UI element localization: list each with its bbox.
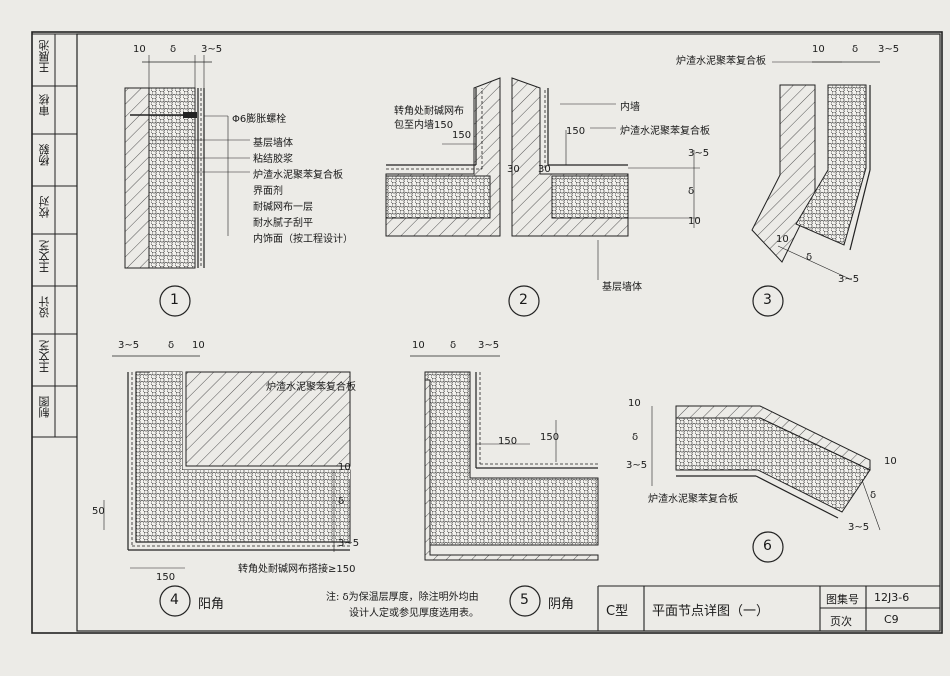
d2-dim-10: 10 — [688, 216, 701, 227]
d4-dim-150: 150 — [156, 572, 176, 583]
d4-dim-10-top: 10 — [192, 340, 205, 351]
sidebar-approver: 王展池 — [38, 40, 51, 73]
sidebar-drafting-label: 制图 — [38, 396, 51, 418]
page-number: C9 — [884, 613, 899, 626]
detail-5-drawing — [410, 355, 599, 617]
d4-dim-3-5-right: 3~5 — [338, 538, 360, 549]
d4-dim-10-right: 10 — [338, 462, 351, 473]
d5-dim-150-vertical: 150 — [540, 432, 560, 443]
d5-dim-delta-top: δ — [450, 340, 457, 351]
d6-dim-delta-left: δ — [632, 432, 639, 443]
d1-dim-delta: δ — [170, 44, 177, 55]
d3-dim-delta-top: δ — [852, 44, 859, 55]
detail-4-number: 4 — [170, 592, 179, 608]
d1-note-mesh: 耐碱网布一层 — [253, 202, 313, 213]
d3-dim-10-top: 10 — [812, 44, 825, 55]
title-block-type: C型 — [606, 604, 629, 619]
d4-note-mesh-overlap: 转角处耐碱网布搭接≥150 — [238, 564, 356, 575]
d2-note-base-wall: 基层墙体 — [602, 282, 642, 293]
detail-2-number: 2 — [519, 292, 528, 308]
title-block — [597, 585, 940, 631]
d2-note-wrap: 包至内墙150 — [394, 120, 454, 131]
d6-dim-10-left: 10 — [628, 398, 641, 409]
d1-note-board: 炉渣水泥聚苯复合板 — [253, 170, 343, 181]
d5-note-board: 炉渣水泥聚苯复合板 — [266, 382, 356, 393]
d5-dim-3-5-top: 3~5 — [478, 340, 500, 351]
detail-6-number: 6 — [763, 538, 772, 554]
sidebar-designer: 王文芝 — [38, 340, 51, 373]
d2-dim-150-right: 150 — [566, 126, 586, 137]
d5-dim-10-top: 10 — [412, 340, 425, 351]
d1-dim-3-5: 3~5 — [201, 44, 223, 55]
detail-2-drawing — [385, 77, 700, 317]
d1-note-adhesive: 粘结胶浆 — [253, 154, 293, 165]
detail-4-name: 阳角 — [198, 597, 225, 612]
d3-dim-delta-bottom: δ — [806, 252, 813, 263]
d6-dim-10-right: 10 — [884, 456, 897, 467]
d3-dim-3-5-bottom: 3~5 — [838, 274, 860, 285]
d2-dim-30-right: 30 — [538, 164, 551, 175]
detail-4-drawing — [103, 355, 351, 617]
d3-note-board: 炉渣水泥聚苯复合板 — [676, 56, 766, 67]
remark-line-2: 设计人定或参见厚度选用表。 — [349, 608, 479, 619]
d2-dim-3-5: 3~5 — [688, 148, 710, 159]
remark-line-1: 注: δ为保温层厚度，除注明外均由 — [326, 592, 479, 603]
sidebar-check-label: 校对 — [38, 196, 51, 218]
d2-dim-30-left: 30 — [507, 164, 520, 175]
detail-3-drawing — [751, 61, 880, 317]
d5-dim-150-horizontal: 150 — [498, 436, 518, 447]
d6-note-board: 炉渣水泥聚苯复合板 — [648, 494, 738, 505]
d2-dim-delta: δ — [688, 186, 695, 197]
detail-1-number: 1 — [170, 292, 179, 308]
sidebar-review-label: 审核 — [38, 94, 51, 116]
page-number-label: 页次 — [830, 615, 852, 628]
d1-note-bolt: Φ6膨胀螺栓 — [232, 114, 287, 125]
d4-dim-delta-right: δ — [338, 496, 345, 507]
title-block-title: 平面节点详图（一） — [652, 604, 770, 619]
detail-3-number: 3 — [763, 292, 772, 308]
d1-dim-10: 10 — [133, 44, 146, 55]
d4-dim-50: 50 — [92, 506, 105, 517]
d2-note-mesh: 转角处耐碱网布 — [394, 106, 464, 117]
detail-5-number: 5 — [520, 592, 529, 608]
signature-sidebar — [31, 33, 78, 438]
d6-dim-3-5-right: 3~5 — [848, 522, 870, 533]
atlas-number-label: 图集号 — [826, 593, 859, 606]
d6-dim-3-5-left: 3~5 — [626, 460, 648, 471]
sidebar-checker: 王文芝 — [38, 240, 51, 273]
detail-5-name: 阴角 — [548, 597, 575, 612]
d2-note-board: 炉渣水泥聚苯复合板 — [620, 126, 710, 137]
d1-note-base-wall: 基层墙体 — [253, 138, 293, 149]
detail-1-drawing — [124, 55, 250, 317]
d1-note-interface: 界面剂 — [253, 186, 283, 197]
atlas-number: 12J3-6 — [874, 591, 910, 604]
detail-6-drawing — [651, 405, 881, 563]
d3-dim-3-5-top: 3~5 — [878, 44, 900, 55]
sidebar-design-label: 设计 — [38, 296, 51, 318]
d2-note-inner-wall: 内墙 — [620, 102, 640, 113]
d4-dim-3-5-top: 3~5 — [118, 340, 140, 351]
d2-dim-150-left: 150 — [452, 130, 472, 141]
d6-dim-delta-right: δ — [870, 490, 877, 501]
d3-dim-10-bottom: 10 — [776, 234, 789, 245]
d1-note-finish: 内饰面（按工程设计） — [253, 234, 353, 245]
d4-dim-delta-top: δ — [168, 340, 175, 351]
sidebar-review-signature: 杨毅 — [38, 144, 51, 166]
d1-note-putty: 耐水腻子刮平 — [253, 218, 313, 229]
